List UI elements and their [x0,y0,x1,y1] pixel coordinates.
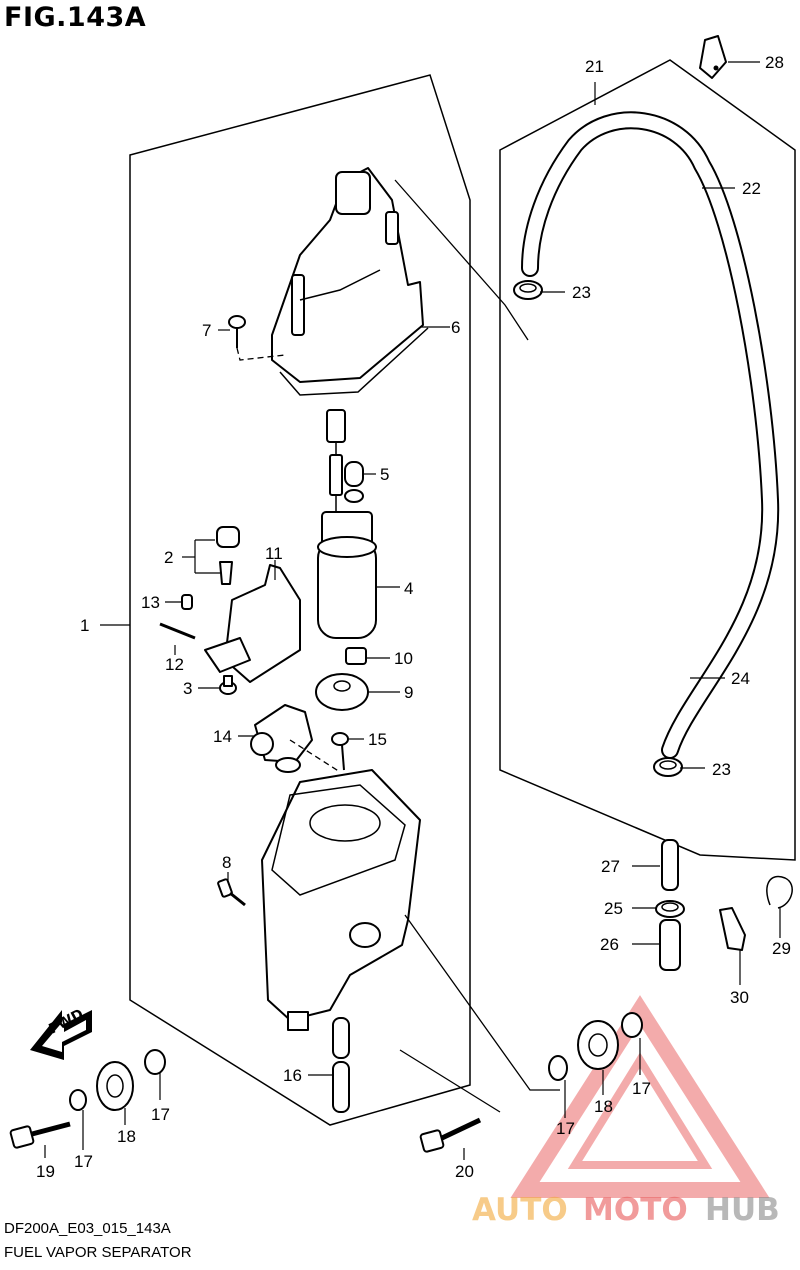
bolt-8 [217,878,246,907]
fwd-arrow: FWD [30,1006,92,1060]
callout-17-a: 17 [74,1152,93,1171]
leader-housing-to-grommet [404,914,560,1091]
bolt-20 [419,1117,482,1153]
cover-bracket [204,564,301,683]
callout-leaders [44,61,781,1160]
separator-housing [261,769,421,1031]
callout-26: 26 [600,935,619,954]
grommet-18-b [577,1020,619,1070]
watermark-text-1: AUTO [472,1192,568,1228]
group-outline-hose [499,59,796,861]
watermark-text-3: HUB [705,1192,780,1228]
collar-17-c [548,1055,568,1081]
leader-dashed-7 [236,347,286,361]
callout-labels: 1 2 3 4 5 6 7 8 9 10 11 12 13 14 15 16 1… [36,53,791,1181]
callout-5: 5 [380,465,389,484]
watermark-logo [510,995,770,1198]
callout-24: 24 [731,669,750,688]
damper [315,673,369,711]
collar-17-d [621,1012,643,1038]
assembly-name: FUEL VAPOR SEPARATOR [4,1244,192,1261]
grommet-18-a [96,1061,134,1111]
bracket-30 [719,907,746,951]
callout-8: 8 [222,853,231,872]
callout-30: 30 [730,988,749,1007]
callout-23-a: 23 [572,283,591,302]
callout-4: 4 [404,579,413,598]
callout-27: 27 [601,857,620,876]
callout-1: 1 [80,616,89,635]
callout-9: 9 [404,683,413,702]
hose-clamp-top [513,280,543,300]
callout-29: 29 [772,939,791,958]
watermark-text-2: MOTO [583,1192,688,1228]
connector-27 [661,839,679,891]
callout-10: 10 [394,649,413,668]
screw-3 [219,675,237,695]
callout-23-b: 23 [712,760,731,779]
tube-16 [332,1017,350,1113]
callout-15: 15 [368,730,387,749]
bolt-19 [9,1121,71,1149]
collar-17-a [69,1089,87,1111]
callout-28: 28 [765,53,784,72]
pressure-valve [250,704,313,773]
callout-18-b: 18 [594,1097,613,1116]
leader-housing-to-bolt [399,1049,501,1113]
separator-cover [271,167,429,396]
callout-17-c: 17 [556,1119,575,1138]
callout-14: 14 [213,727,232,746]
grommet [344,461,364,503]
model-code: DF200A_E03_015_143A [4,1220,171,1237]
pin [159,622,196,640]
hose-clamp-25 [655,900,685,918]
callout-11: 11 [265,544,283,563]
collar-17-b [144,1049,166,1075]
sensor-plug [216,526,240,585]
leader-cover-to-hose [394,179,529,341]
callout-2: 2 [164,548,173,567]
callout-7: 7 [202,321,211,340]
callout-3: 3 [183,679,192,698]
watermark-text: AUTO MOTO HUB [472,1192,780,1228]
screw-13 [181,594,193,610]
callout-17-d: 17 [632,1079,651,1098]
callout-22: 22 [742,179,761,198]
callout-21: 21 [585,57,604,76]
callout-13: 13 [141,593,160,612]
callout-16: 16 [283,1066,302,1085]
callout-20: 20 [455,1162,474,1181]
group-outline-separator [129,74,471,1126]
callout-17-b: 17 [151,1105,170,1124]
callout-6: 6 [451,318,460,337]
hose-piece-26 [659,919,681,971]
callout-12: 12 [165,655,184,674]
hose-clip-28 [699,35,727,79]
callout-18-a: 18 [117,1127,136,1146]
hose-clamp-bottom [653,757,683,777]
screw-15 [331,732,349,771]
callout-19: 19 [36,1162,55,1181]
callout-25: 25 [604,899,623,918]
wire-clip-29 [766,875,793,909]
nut [345,647,367,665]
fuel-hose [521,111,780,759]
fuel-pump [317,409,377,639]
figure-title: FIG.143A [4,2,147,33]
screw-7 [228,315,246,348]
